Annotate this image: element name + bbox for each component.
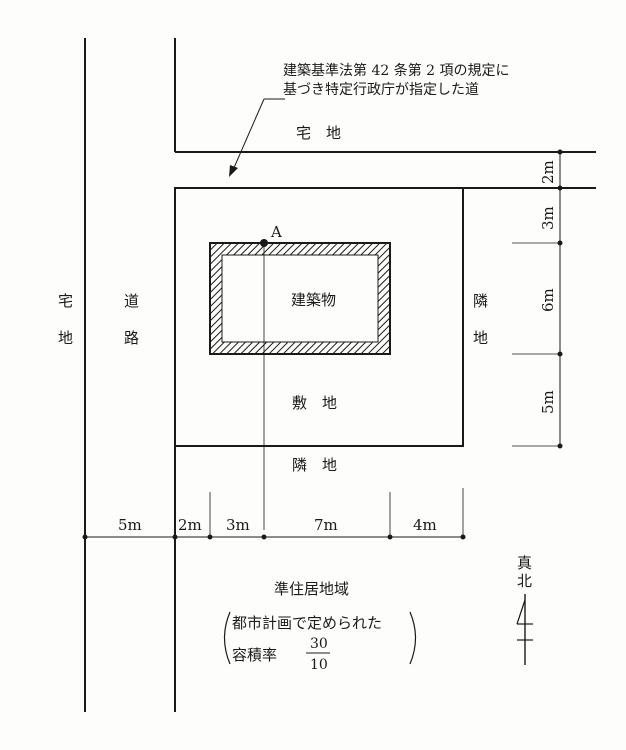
north-label-1: 真 — [517, 554, 532, 572]
zone-paren-left — [223, 611, 231, 665]
annotation-line-1: 建築基準法第 42 条第 2 項の規定に — [283, 62, 510, 79]
dim-dot-y354 — [557, 351, 563, 357]
annotation-line-2: 基づき特定行政庁が指定した道 — [283, 81, 479, 98]
dim-v-5m: 5m — [539, 390, 557, 414]
label-takuchi-left-1: 宅 — [58, 292, 73, 310]
annotation-arrow-line — [232, 98, 265, 171]
label-takuchi-left-2: 地 — [58, 329, 73, 347]
dim-h-7m: 7m — [314, 516, 338, 534]
zone-ratio-denominator: 10 — [310, 657, 328, 673]
dim-v-2m: 2m — [539, 160, 557, 184]
label-neighbor-bottom: 隣 地 — [292, 456, 337, 474]
label-neighbor-right-1: 隣 — [473, 292, 488, 310]
label-road-2: 路 — [124, 329, 139, 347]
zone-ratio-numerator: 30 — [310, 636, 328, 652]
label-building: 建築物 — [291, 291, 336, 309]
dim-dot-264 — [261, 534, 267, 540]
zone-ratio-label: 容積率 — [232, 646, 277, 664]
zone-name: 準住居地域 — [274, 580, 349, 598]
dim-h-4m: 4m — [413, 516, 437, 534]
dim-dot-210 — [207, 534, 213, 540]
building-interior — [221, 254, 379, 343]
dim-h-2m: 2m — [178, 516, 202, 534]
dim-v-6m: 6m — [539, 288, 557, 312]
annotation-arrow-head — [229, 165, 238, 177]
zone-note: 都市計画で定められた — [232, 614, 382, 632]
label-takuchi-top: 宅 地 — [296, 124, 341, 142]
dim-dot-y152 — [557, 149, 563, 155]
dim-dot-175 — [172, 534, 178, 540]
dim-dot-85 — [82, 534, 88, 540]
dim-h-3m: 3m — [226, 516, 250, 534]
dim-dot-y188 — [557, 185, 563, 191]
dim-dot-390 — [387, 534, 393, 540]
north-arrow-icon — [516, 594, 533, 665]
site-boundary — [174, 187, 464, 447]
dim-dot-y446 — [557, 443, 563, 449]
label-road-1: 道 — [124, 292, 139, 310]
dim-v-3m: 3m — [539, 206, 557, 230]
label-site: 敷 地 — [292, 394, 337, 412]
dim-h-5m: 5m — [118, 516, 142, 534]
point-a-label: A — [270, 223, 282, 241]
label-neighbor-right-2: 地 — [473, 329, 488, 347]
north-label-2: 北 — [517, 572, 532, 590]
dim-dot-463 — [460, 534, 466, 540]
dim-dot-y243 — [557, 240, 563, 246]
zone-paren-right — [409, 611, 417, 665]
